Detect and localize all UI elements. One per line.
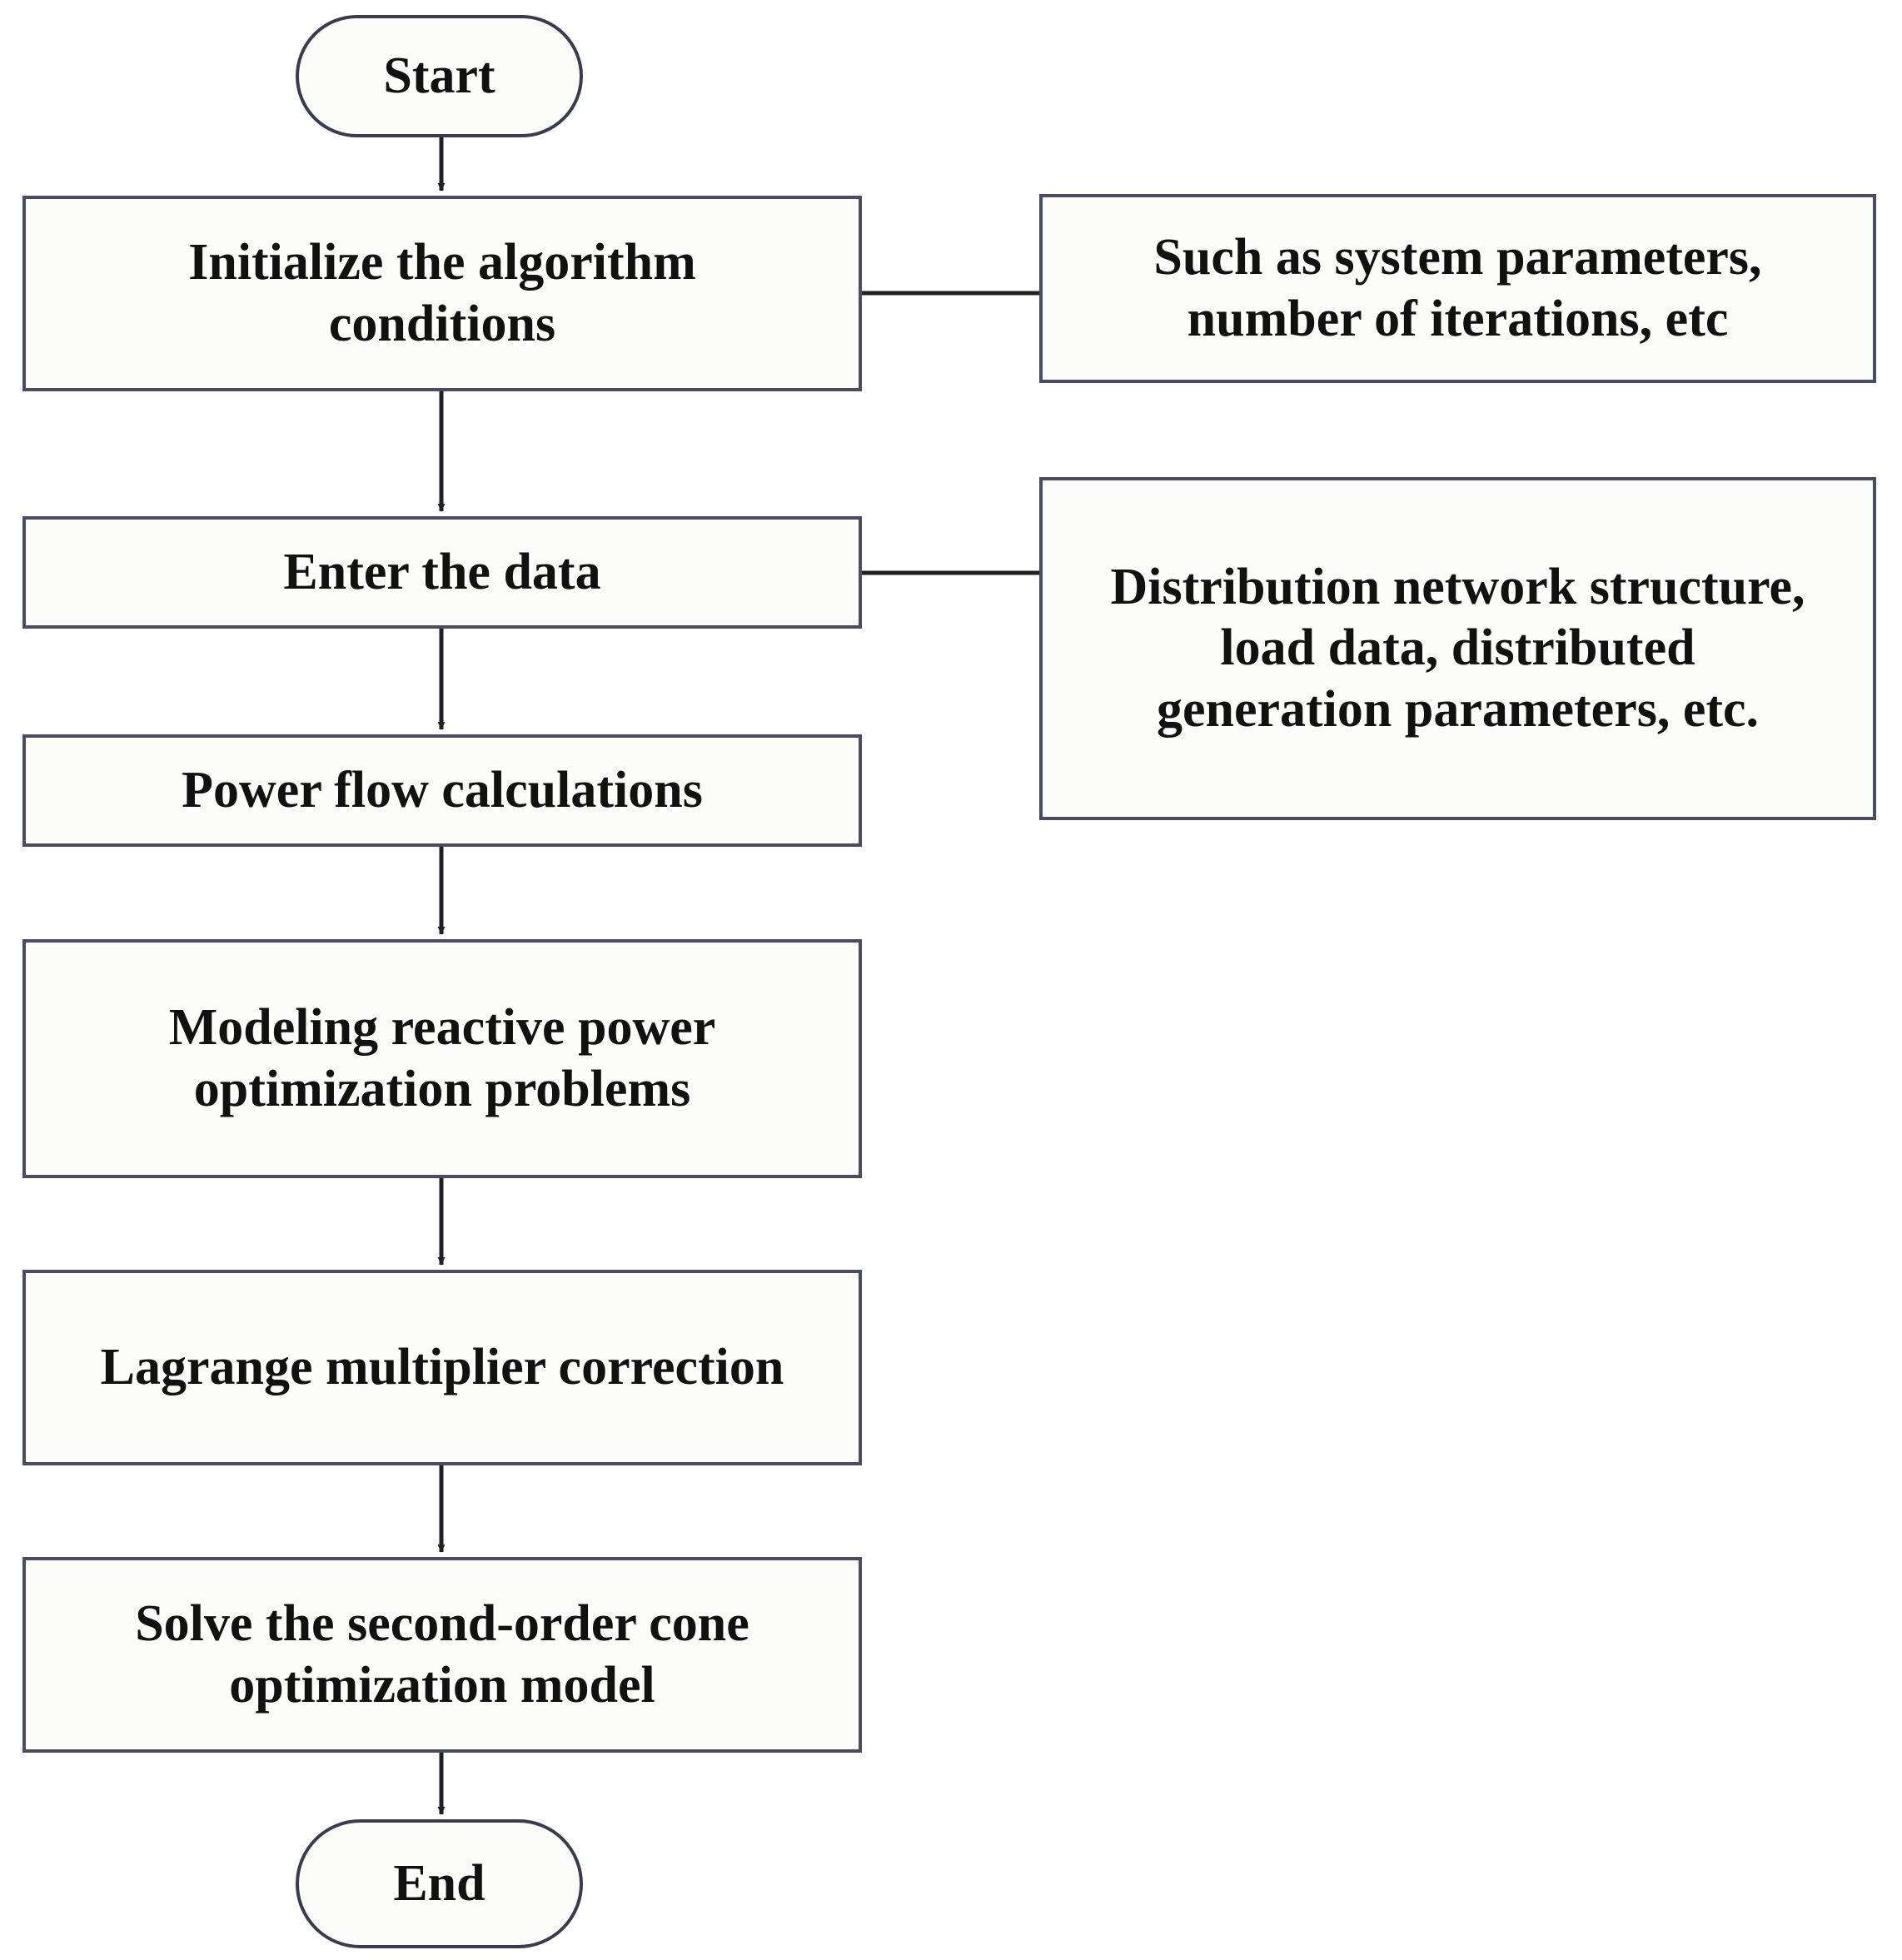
annotation-enter-data-examples[interactable]: Distribution network structure, load dat… xyxy=(1039,477,1876,820)
node-enter-the-data[interactable]: Enter the data xyxy=(22,516,862,629)
node-power-flow-label: Power flow calculations xyxy=(182,761,703,818)
node-modeling-label: Modeling reactive power optimization pro… xyxy=(168,999,716,1117)
node-end-label: End xyxy=(393,1854,485,1912)
node-enter-data-label: Enter the data xyxy=(283,543,601,600)
node-lagrange-multiplier-correction[interactable]: Lagrange multiplier correction xyxy=(22,1270,862,1465)
annotation-enter-data-label: Distribution network structure, load dat… xyxy=(1110,559,1805,738)
node-initialize-label: Initialize the algorithm conditions xyxy=(188,234,696,352)
annotation-initialize-label: Such as system parameters, number of ite… xyxy=(1153,229,1762,347)
node-solve-second-order-cone-model[interactable]: Solve the second-order cone optimization… xyxy=(22,1557,862,1753)
node-lagrange-label: Lagrange multiplier correction xyxy=(100,1338,784,1395)
node-solve-socp-label: Solve the second-order cone optimization… xyxy=(135,1595,749,1714)
node-power-flow-calculations[interactable]: Power flow calculations xyxy=(22,734,862,847)
node-initialize-algorithm-conditions[interactable]: Initialize the algorithm conditions xyxy=(22,196,862,391)
annotation-initialize-examples[interactable]: Such as system parameters, number of ite… xyxy=(1039,194,1876,383)
node-modeling-reactive-power-optimization[interactable]: Modeling reactive power optimization pro… xyxy=(22,939,862,1178)
node-start-label: Start xyxy=(383,47,495,104)
node-start[interactable]: Start xyxy=(296,15,583,137)
node-end[interactable]: End xyxy=(296,1819,583,1948)
